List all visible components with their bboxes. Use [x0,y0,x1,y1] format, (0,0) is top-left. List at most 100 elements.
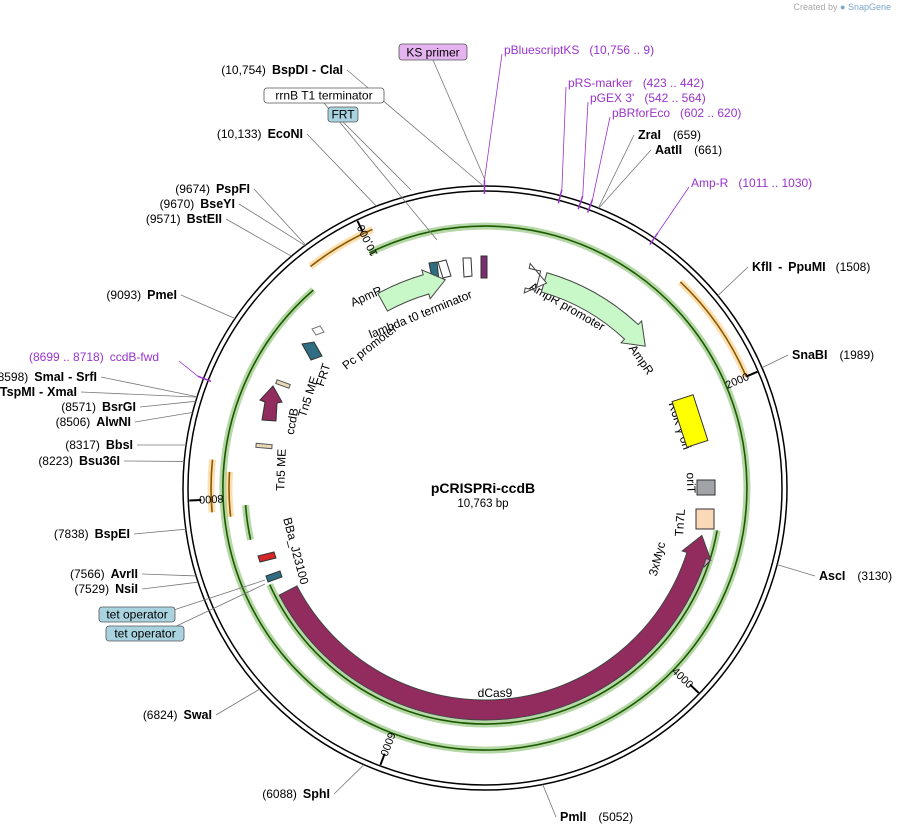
site-name: KflI [752,260,772,274]
ccdb-arrow[interactable] [259,385,283,422]
tn5-me-bottom-mark[interactable] [255,442,273,450]
site-leader-16 [333,764,365,795]
site-pos: (3130) [857,569,892,583]
feature-label-6: Tn5 ME [273,449,288,491]
tick-6000 [379,753,386,766]
primer-leader-1 [561,86,567,190]
site-leader-12 [133,528,186,535]
primer-leader-5 [178,360,199,377]
primer-amp-r[interactable]: Amp-R(1011 .. 1030) [691,176,812,190]
site-leader-22 [597,134,635,209]
site-bsteii[interactable]: BstEII(9571) [146,212,222,226]
site-name: AatII [655,143,682,157]
site-snabi[interactable]: SnaBI (1989) [792,348,874,362]
r6k-ori-mark[interactable] [671,394,709,448]
primer-leader-2 [582,101,589,196]
tet-operator-mark[interactable] [265,570,283,583]
primer-pbrforeco[interactable]: pBRforEco(602 .. 620) [612,106,741,120]
site-pmei[interactable]: PmeI(9093) [106,288,177,302]
box-bg [98,606,176,623]
site-swai[interactable]: SwaI(6824) [143,708,212,722]
tick-2000 [745,370,758,378]
apmr-arrow[interactable] [377,269,447,312]
credit-prefix: Created by [793,2,838,12]
site-name: SmaI [34,370,64,384]
feature-box-0[interactable]: KS primer [398,43,468,61]
site-name: ZraI [638,128,661,142]
site-name: PmeI [147,288,177,302]
primer-pbluescriptks[interactable]: pBluescriptKS(10,756 .. 9) [504,43,654,57]
primer-ccdb-fwd[interactable]: (8699 .. 8718)ccdB-fwd [29,350,159,364]
site-leader-14 [141,581,199,590]
site-pos: (659) [673,128,701,142]
bba-j23100-mark[interactable] [257,551,277,563]
box-leader-1 [323,102,438,241]
primer-pgex-3-[interactable]: pGEX 3'(542 .. 564) [590,91,706,105]
site-bsrgi[interactable]: BsrGI(8571) [61,400,136,414]
site-sphi[interactable]: SphI(6088) [262,787,330,801]
rrnb-t1-mark[interactable] [437,259,452,279]
ampr-arrow[interactable] [540,272,646,347]
site-leader-19 [761,354,789,369]
site-pos: (10,754) [221,63,266,77]
plasmid-name: pCRISPRi-ccdB [431,480,535,496]
tick-label-2000: 2000 [724,371,751,392]
site-pos: (8223) [38,454,73,468]
primer-leader-0 [484,53,503,181]
box-bg [263,87,385,104]
ampr-promoter-arrow[interactable] [523,262,548,294]
primer-leader-4 [657,186,690,234]
frt-left-mark[interactable] [301,341,323,361]
tn7l-mark[interactable] [695,508,715,530]
site-pspfi[interactable]: PspFI(9674) [175,182,250,196]
site-name: BspDI [272,63,308,77]
site-bspei[interactable]: BspEI(7838) [54,527,130,541]
dcas9-arrow[interactable] [278,534,712,721]
feature-box-3[interactable]: tet operator [98,606,176,623]
site-bsu36i[interactable]: Bsu36I(8223) [38,454,120,468]
site-pos: (1508) [836,260,871,274]
site-asci[interactable]: AscI (3130) [819,569,892,583]
site-nsii[interactable]: NsiI(7529) [74,582,138,596]
site-name: EcoNI [268,127,303,141]
site-name: NsiI [115,582,138,596]
site-name: AscI [819,569,845,583]
site-aatii[interactable]: AatII(661) [655,143,722,157]
lambda-t0-mark[interactable] [462,257,473,278]
site-pos: (1989) [839,348,874,362]
site-tspmi[interactable]: XmaI-TspMI(8596) [0,385,77,399]
feature-box-1[interactable]: rrnB T1 terminator [263,87,385,104]
primer-range: (8699 .. 8718) [29,350,104,364]
feature-box-2[interactable]: FRT [327,106,359,123]
primer-range: (1011 .. 1030) [738,176,812,190]
primer-leader-3 [592,116,611,200]
site-bspdi[interactable]: ClaI-BspDI(10,754) [221,63,343,77]
small-features [255,255,716,583]
feature-box-4[interactable]: tet operator [105,625,185,642]
site-leader-21 [598,149,652,209]
feature-label-7: BBa_J23100 [280,516,311,586]
site-leader-4 [225,218,292,257]
site-leader-18 [777,564,816,577]
primer-prs-marker[interactable]: pRS-marker(423 .. 442) [568,76,704,90]
site-avrii[interactable]: AvrII(7566) [70,567,138,581]
site-extra: PpuMI [788,260,826,274]
site-bbsi[interactable]: BbsI(8317) [65,438,133,452]
site-pmli[interactable]: PmlI(5052) [560,810,633,824]
site-pos: (5052) [598,810,633,824]
ks-primer-mark[interactable] [480,255,488,279]
site-kfli[interactable]: KflI-PpuMI (1508) [752,260,870,274]
box-bg [105,625,185,642]
orit-mark[interactable] [696,479,716,496]
site-econi[interactable]: EcoNI(10,133) [217,127,303,141]
site-bseyi[interactable]: BseYI(9670) [160,197,235,211]
box-bg [327,106,359,123]
site-name: SnaBI [792,348,827,362]
site-zrai[interactable]: ZraI (659) [638,128,701,142]
site-alwni[interactable]: AlwNI(8506) [56,415,131,429]
pc-promoter-mark[interactable] [311,325,325,336]
tn5-me-top-mark[interactable] [275,379,291,389]
site-leader-13 [141,573,197,577]
site-dash: - [778,260,782,274]
site-smai[interactable]: SrfI-SmaI(8598) [0,370,97,384]
